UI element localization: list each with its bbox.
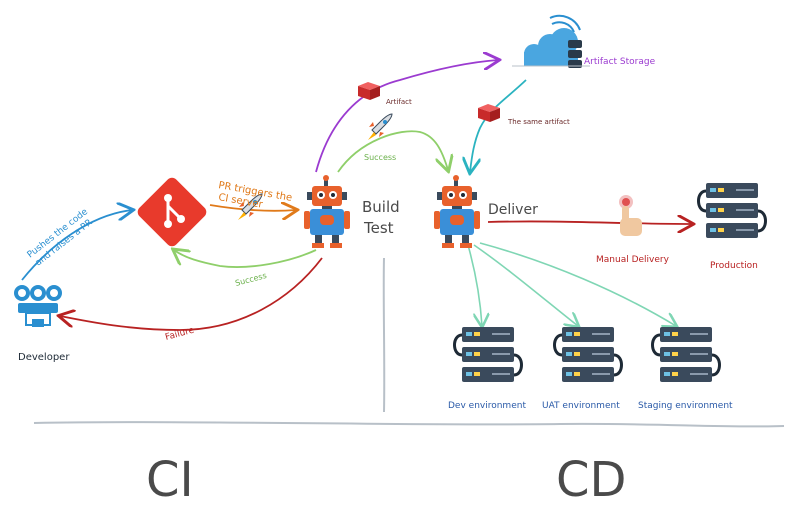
to-staging-arrow — [479, 242, 676, 326]
staging-server-icon — [651, 325, 721, 384]
developer-team-icon — [14, 285, 62, 327]
ci-cd-separator — [382, 257, 386, 413]
build-label: Build — [362, 198, 400, 216]
failure-arrow — [60, 257, 323, 331]
to-uat-arrow — [473, 244, 578, 326]
artifact-label: Artifact — [386, 98, 412, 106]
uat-env-label: UAT environment — [542, 401, 620, 411]
deliver-arrow — [487, 221, 692, 224]
success-to-cd-arrow — [337, 130, 448, 172]
artifact-storage-label: Artifact Storage — [584, 57, 656, 67]
deliver-label: Deliver — [488, 202, 538, 218]
success-bottom-label: Success — [234, 271, 267, 288]
ci-robot-icon — [304, 175, 350, 248]
test-label: Test — [363, 219, 394, 237]
hand-press-icon — [619, 195, 642, 236]
uat-server-icon — [553, 325, 623, 384]
manual-delivery-label: Manual Delivery — [596, 255, 670, 265]
pr-trigger-arrow — [209, 205, 296, 211]
success-top-label: Success — [364, 153, 396, 162]
dev-env-label: Dev environment — [448, 401, 526, 411]
artifact-upload-arrow — [315, 60, 498, 173]
push-arrow — [21, 210, 132, 281]
to-dev-arrow — [467, 244, 482, 326]
developer-label: Developer — [18, 352, 70, 363]
success-back-arrow — [174, 250, 317, 268]
cd-robot-icon — [434, 175, 480, 248]
staging-env-label: Staging environment — [638, 401, 733, 411]
ci-section-label: CI — [146, 452, 194, 508]
failure-label: Failure — [164, 325, 196, 342]
production-label: Production — [710, 261, 758, 271]
production-server-icon — [697, 181, 767, 240]
dev-server-icon — [453, 325, 523, 384]
cd-section-label: CD — [556, 452, 626, 508]
cloud-storage-icon — [512, 14, 590, 68]
same-artifact-arrow — [470, 79, 527, 172]
same-artifact-label: The same artifact — [507, 118, 570, 126]
baseline-divider — [33, 421, 785, 428]
